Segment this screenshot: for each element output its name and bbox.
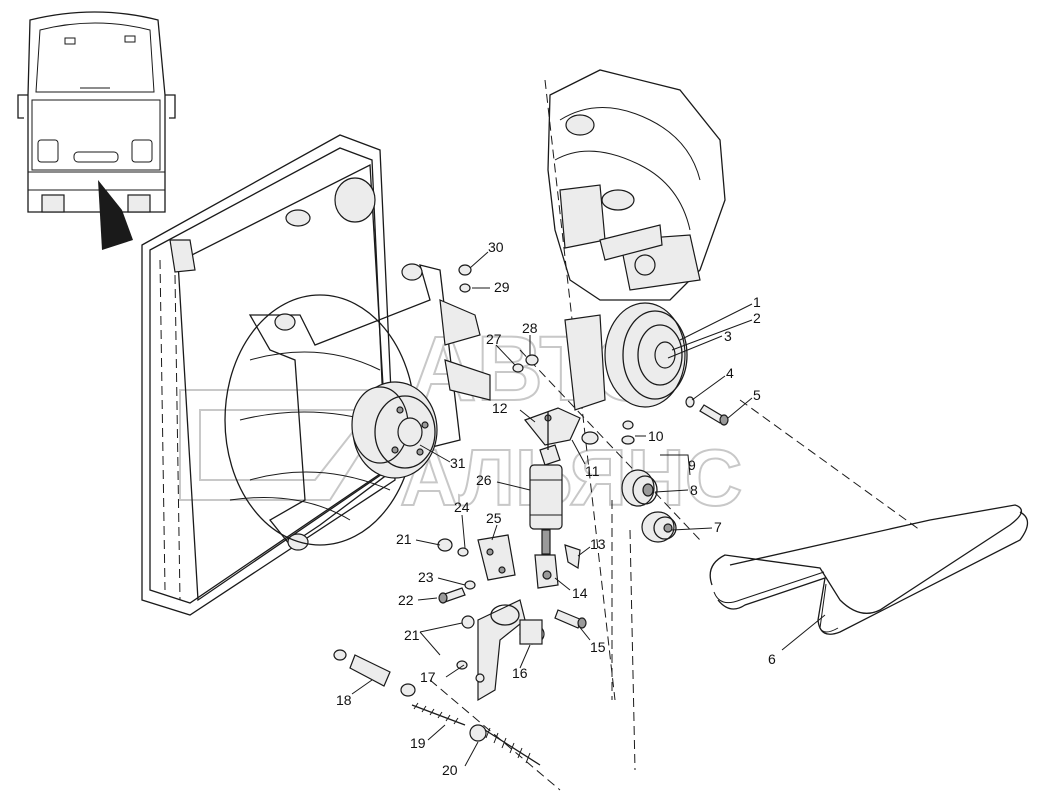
callout-15: 15 bbox=[590, 639, 606, 655]
callout-7: 7 bbox=[714, 519, 722, 535]
small-nuts-top bbox=[458, 264, 539, 373]
callout-30: 30 bbox=[488, 239, 504, 255]
washer-9-nut-10 bbox=[621, 420, 691, 476]
lower-bracket bbox=[437, 534, 587, 629]
callout-16: 16 bbox=[512, 665, 528, 681]
engine-block bbox=[547, 69, 726, 301]
callout-19: 19 bbox=[410, 735, 426, 751]
callout-25: 25 bbox=[486, 510, 502, 526]
callout-14: 14 bbox=[572, 585, 588, 601]
radiator bbox=[141, 134, 396, 616]
callout-11: 11 bbox=[585, 463, 600, 479]
callout-21b: 21 bbox=[404, 627, 420, 643]
callout-23: 23 bbox=[418, 569, 434, 585]
callout-5: 5 bbox=[753, 387, 761, 403]
callout-8: 8 bbox=[690, 482, 698, 498]
callout-31: 31 bbox=[450, 455, 466, 471]
callout-6: 6 bbox=[768, 651, 776, 667]
tensioner-assembly bbox=[524, 407, 599, 589]
callout-26: 26 bbox=[476, 472, 492, 488]
callout-22: 22 bbox=[398, 592, 414, 608]
view-direction-arrow bbox=[98, 180, 133, 250]
callout-20: 20 bbox=[442, 762, 458, 778]
callout-29: 29 bbox=[494, 279, 510, 295]
callout-18: 18 bbox=[336, 692, 352, 708]
watermark-line2: АЛЬЯНС bbox=[400, 433, 742, 522]
idler-pulley-8 bbox=[621, 469, 658, 507]
callout-10: 10 bbox=[648, 428, 664, 444]
callout-2: 2 bbox=[753, 310, 761, 326]
callout-4: 4 bbox=[726, 365, 734, 381]
bus-rear-inset bbox=[17, 11, 176, 250]
callout-21a: 21 bbox=[396, 531, 412, 547]
callout-28: 28 bbox=[522, 320, 538, 336]
fan-clutch-pulley bbox=[351, 381, 438, 479]
drive-belt bbox=[709, 504, 1029, 635]
callout-labels: 1 2 3 4 5 6 7 8 9 10 11 12 13 14 15 16 1… bbox=[336, 239, 776, 778]
turnbuckle-18 bbox=[333, 649, 416, 697]
callout-9: 9 bbox=[688, 457, 696, 473]
crank-pulley bbox=[564, 302, 688, 411]
callout-13: 13 bbox=[590, 536, 606, 552]
callout-1: 1 bbox=[753, 294, 761, 310]
callout-12: 12 bbox=[492, 400, 508, 416]
threaded-rod-19 bbox=[411, 702, 466, 726]
spring-20 bbox=[469, 724, 541, 766]
callout-27: 27 bbox=[486, 331, 502, 347]
bolt-5-washer-4 bbox=[685, 396, 729, 426]
leader-lines bbox=[351, 251, 826, 767]
callout-24: 24 bbox=[454, 499, 470, 515]
support-plate bbox=[456, 599, 545, 702]
idler-pulley-7 bbox=[641, 511, 677, 543]
callout-17: 17 bbox=[420, 669, 436, 685]
callout-3: 3 bbox=[724, 328, 732, 344]
